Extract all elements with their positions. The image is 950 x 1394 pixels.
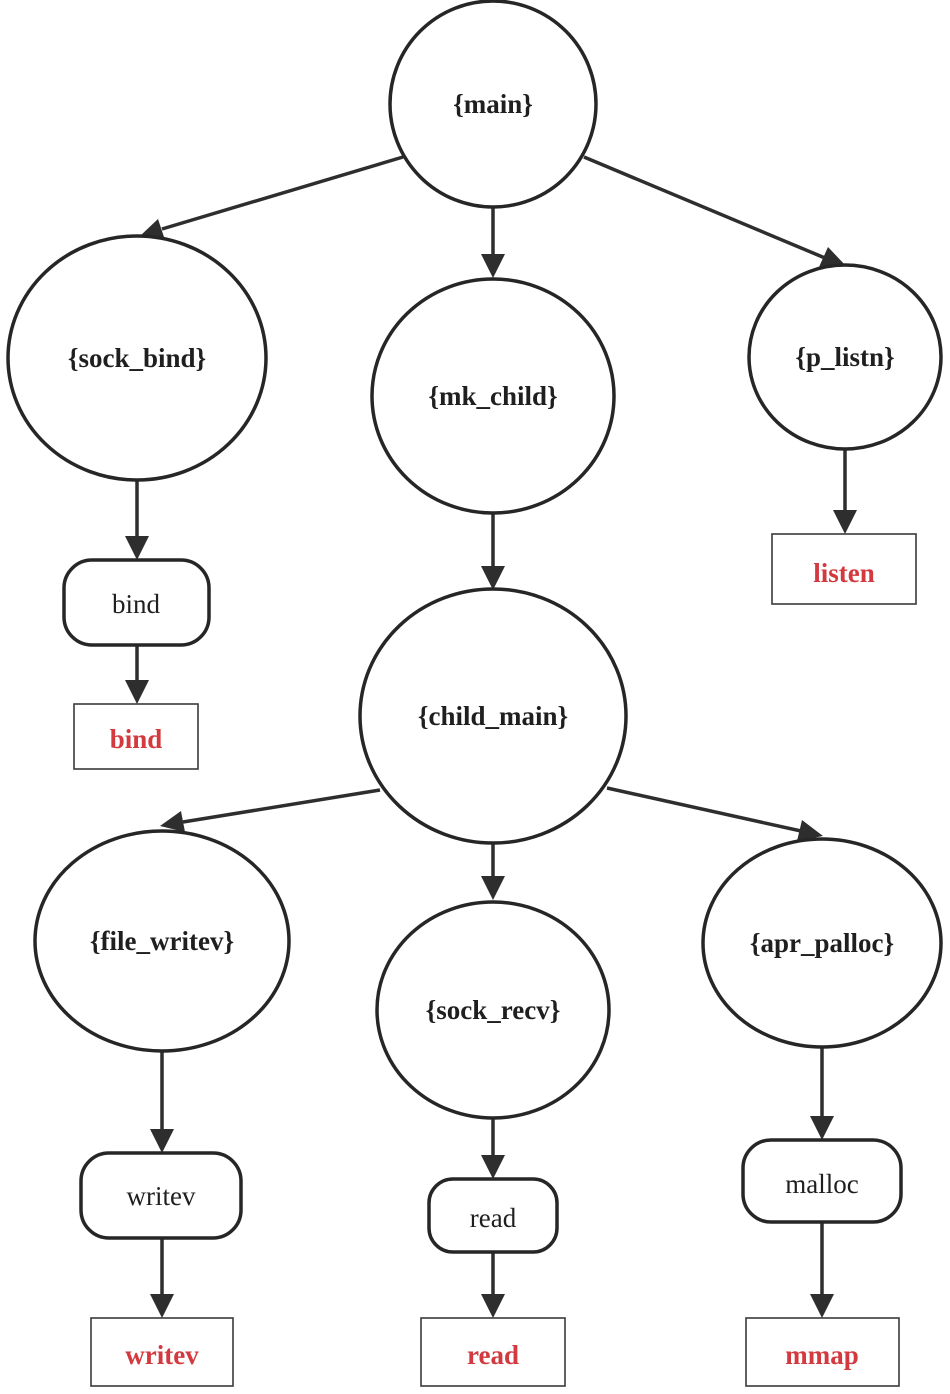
node-label: writev — [125, 1340, 199, 1370]
node-mmap-sys[interactable]: mmap — [745, 1317, 900, 1387]
node-child-main[interactable]: {child_main} — [358, 587, 628, 845]
node-label: read — [470, 1203, 517, 1233]
node-label: mmap — [785, 1340, 859, 1370]
node-apr-palloc[interactable]: {apr_palloc} — [701, 837, 943, 1049]
node-read-sys[interactable]: read — [420, 1317, 566, 1387]
edge-sock-recv-read-lib — [481, 1118, 505, 1179]
edges — [125, 155, 857, 1318]
node-main[interactable]: {main} — [388, 0, 598, 209]
edge-main-p-listn — [583, 155, 846, 267]
node-bind-sys[interactable]: bind — [73, 703, 199, 770]
node-label: bind — [110, 724, 163, 754]
node-label: {mk_child} — [428, 381, 557, 411]
node-sock-bind[interactable]: {sock_bind} — [6, 234, 268, 482]
node-listen-sys[interactable]: listen — [771, 533, 917, 605]
node-read-lib[interactable]: read — [427, 1177, 559, 1254]
node-file-writev[interactable]: {file_writev} — [33, 829, 291, 1053]
edge-child-main-sock-recv — [481, 842, 505, 900]
node-label: bind — [112, 589, 161, 619]
node-label: writev — [127, 1181, 196, 1211]
node-writev-sys[interactable]: writev — [90, 1317, 234, 1387]
edge-mk-child-child-main — [481, 512, 505, 590]
edge-child-main-apr-palloc — [606, 786, 823, 841]
node-mk-child[interactable]: {mk_child} — [370, 277, 616, 515]
node-bind-lib[interactable]: bind — [62, 558, 211, 647]
edge-read-lib-read-sys — [481, 1252, 505, 1318]
edge-child-main-file-writev — [160, 788, 381, 832]
node-p-listn[interactable]: {p_listn} — [747, 263, 943, 451]
edge-file-writev-writev-lib — [150, 1050, 174, 1153]
node-label: {apr_palloc} — [750, 928, 894, 958]
edge-main-sock-bind — [140, 155, 404, 240]
node-label: malloc — [785, 1169, 858, 1199]
edge-writev-lib-writev-sys — [150, 1238, 174, 1318]
node-label: {sock_bind} — [68, 343, 206, 373]
edge-bind-lib-bind-sys — [125, 645, 149, 704]
node-label: listen — [813, 558, 875, 588]
edge-sock-bind-bind-lib — [125, 480, 149, 560]
node-label: read — [467, 1340, 519, 1370]
node-label: {sock_recv} — [426, 995, 561, 1025]
node-writev-lib[interactable]: writev — [79, 1151, 243, 1240]
node-label: {file_writev} — [90, 926, 234, 956]
node-label: {child_main} — [418, 701, 568, 731]
node-malloc-lib[interactable]: malloc — [741, 1138, 903, 1224]
node-label: {main} — [453, 89, 533, 119]
edge-malloc-lib-mmap-sys — [810, 1222, 834, 1318]
node-label: {p_listn} — [795, 342, 894, 372]
edge-p-listn-listen-sys — [833, 449, 857, 534]
edge-apr-palloc-malloc-lib — [810, 1047, 834, 1140]
node-sock-recv[interactable]: {sock_recv} — [375, 900, 611, 1120]
